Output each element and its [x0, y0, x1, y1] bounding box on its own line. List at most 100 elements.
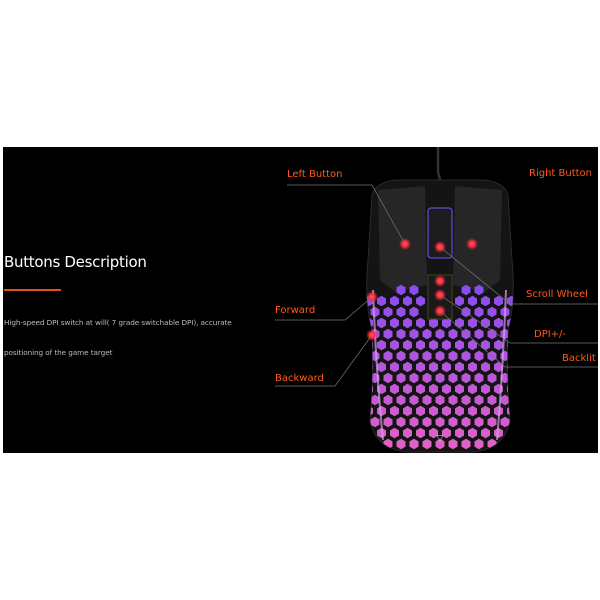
hex-vent — [494, 361, 503, 373]
hex-vent — [396, 438, 406, 450]
hex-vent — [403, 427, 412, 439]
hex-vent — [520, 318, 529, 328]
hex-vent — [390, 383, 399, 395]
hex-vent — [429, 427, 438, 439]
hex-vent — [358, 373, 367, 383]
hex-vent — [481, 317, 490, 329]
hex-vent — [500, 394, 510, 406]
hex-vent — [487, 394, 497, 406]
hex-vent — [358, 439, 367, 449]
hex-vent — [455, 383, 464, 395]
hex-vent — [403, 339, 412, 351]
hex-vent — [409, 416, 419, 428]
hex-vent — [366, 427, 373, 439]
hex-vent — [448, 372, 458, 384]
hex-vent — [514, 417, 523, 427]
hex-vent — [422, 394, 432, 406]
description-line-2: positioning of the game target — [4, 348, 113, 357]
hex-vent — [500, 438, 510, 450]
hex-vent — [507, 427, 514, 439]
hex-vent — [390, 295, 399, 307]
hex-vent — [370, 416, 380, 428]
hex-vent — [468, 339, 477, 351]
hex-vent — [396, 416, 406, 428]
hex-vent — [474, 306, 484, 318]
hex-vent — [500, 416, 510, 428]
hex-vent — [377, 317, 386, 329]
hex-vent — [474, 416, 484, 428]
hex-vent — [377, 339, 386, 351]
hex-vent — [507, 339, 514, 351]
hex-vent — [435, 372, 445, 384]
hex-vent — [481, 361, 490, 373]
hex-vent — [396, 394, 406, 406]
hex-vent — [461, 394, 471, 406]
hex-vent — [416, 383, 425, 395]
hex-vent — [390, 339, 399, 351]
dpi-indicator — [434, 275, 446, 287]
hex-vent — [403, 361, 412, 373]
hex-vent — [396, 284, 406, 296]
hex-vent — [481, 339, 490, 351]
hex-vent — [448, 328, 458, 340]
hex-vent — [442, 317, 451, 329]
hex-vent — [377, 361, 386, 373]
hex-vent — [416, 427, 425, 439]
callout-scroll-wheel: Scroll Wheel — [526, 289, 588, 300]
hex-vent — [422, 372, 432, 384]
hex-vent — [448, 394, 458, 406]
hex-vent — [409, 350, 419, 362]
hex-vent — [442, 361, 451, 373]
hex-vent — [520, 406, 529, 416]
hex-vent — [409, 284, 419, 296]
hex-vent — [358, 417, 367, 427]
hex-vent — [442, 339, 451, 351]
hex-vent — [422, 416, 432, 428]
hex-vent — [442, 383, 451, 395]
hex-vent — [403, 383, 412, 395]
hex-vent — [474, 350, 484, 362]
hex-vent — [396, 372, 406, 384]
hex-vent — [422, 438, 432, 450]
hex-vent — [390, 405, 399, 417]
right-button-indicator — [466, 238, 478, 250]
hex-vent — [370, 438, 380, 450]
hex-vent — [461, 438, 471, 450]
callout-backward: Backward — [275, 373, 324, 384]
hex-vent — [481, 383, 490, 395]
hex-vent — [358, 351, 367, 361]
hex-vent — [474, 394, 484, 406]
hex-vent — [481, 405, 490, 417]
hex-vent — [383, 306, 393, 318]
hex-vent — [429, 405, 438, 417]
hex-vent — [448, 438, 458, 450]
hex-vent — [409, 306, 419, 318]
callout-dpi: DPI+/- — [534, 329, 566, 340]
hex-vent — [422, 350, 432, 362]
hex-vent — [442, 405, 451, 417]
callout-backlit: Backlit — [562, 353, 596, 364]
accent-divider — [4, 289, 61, 291]
hex-vent — [487, 416, 497, 428]
hex-vent — [468, 295, 477, 307]
hex-vent — [481, 295, 490, 307]
hex-vent — [396, 350, 406, 362]
hex-vent — [383, 328, 393, 340]
hex-vent — [390, 317, 399, 329]
hex-vent — [422, 328, 432, 340]
hex-vent — [409, 372, 419, 384]
hex-vent — [461, 372, 471, 384]
hex-vent — [455, 405, 464, 417]
hex-vent — [455, 361, 464, 373]
hex-vent — [416, 405, 425, 417]
hex-vent — [442, 427, 451, 439]
hex-vent — [383, 372, 393, 384]
hex-vent — [416, 317, 425, 329]
mouse-cable — [436, 147, 443, 183]
hex-vent — [370, 394, 380, 406]
hex-vent — [435, 328, 445, 340]
hex-vent — [416, 339, 425, 351]
hex-vent — [383, 350, 393, 362]
hex-vent — [468, 317, 477, 329]
